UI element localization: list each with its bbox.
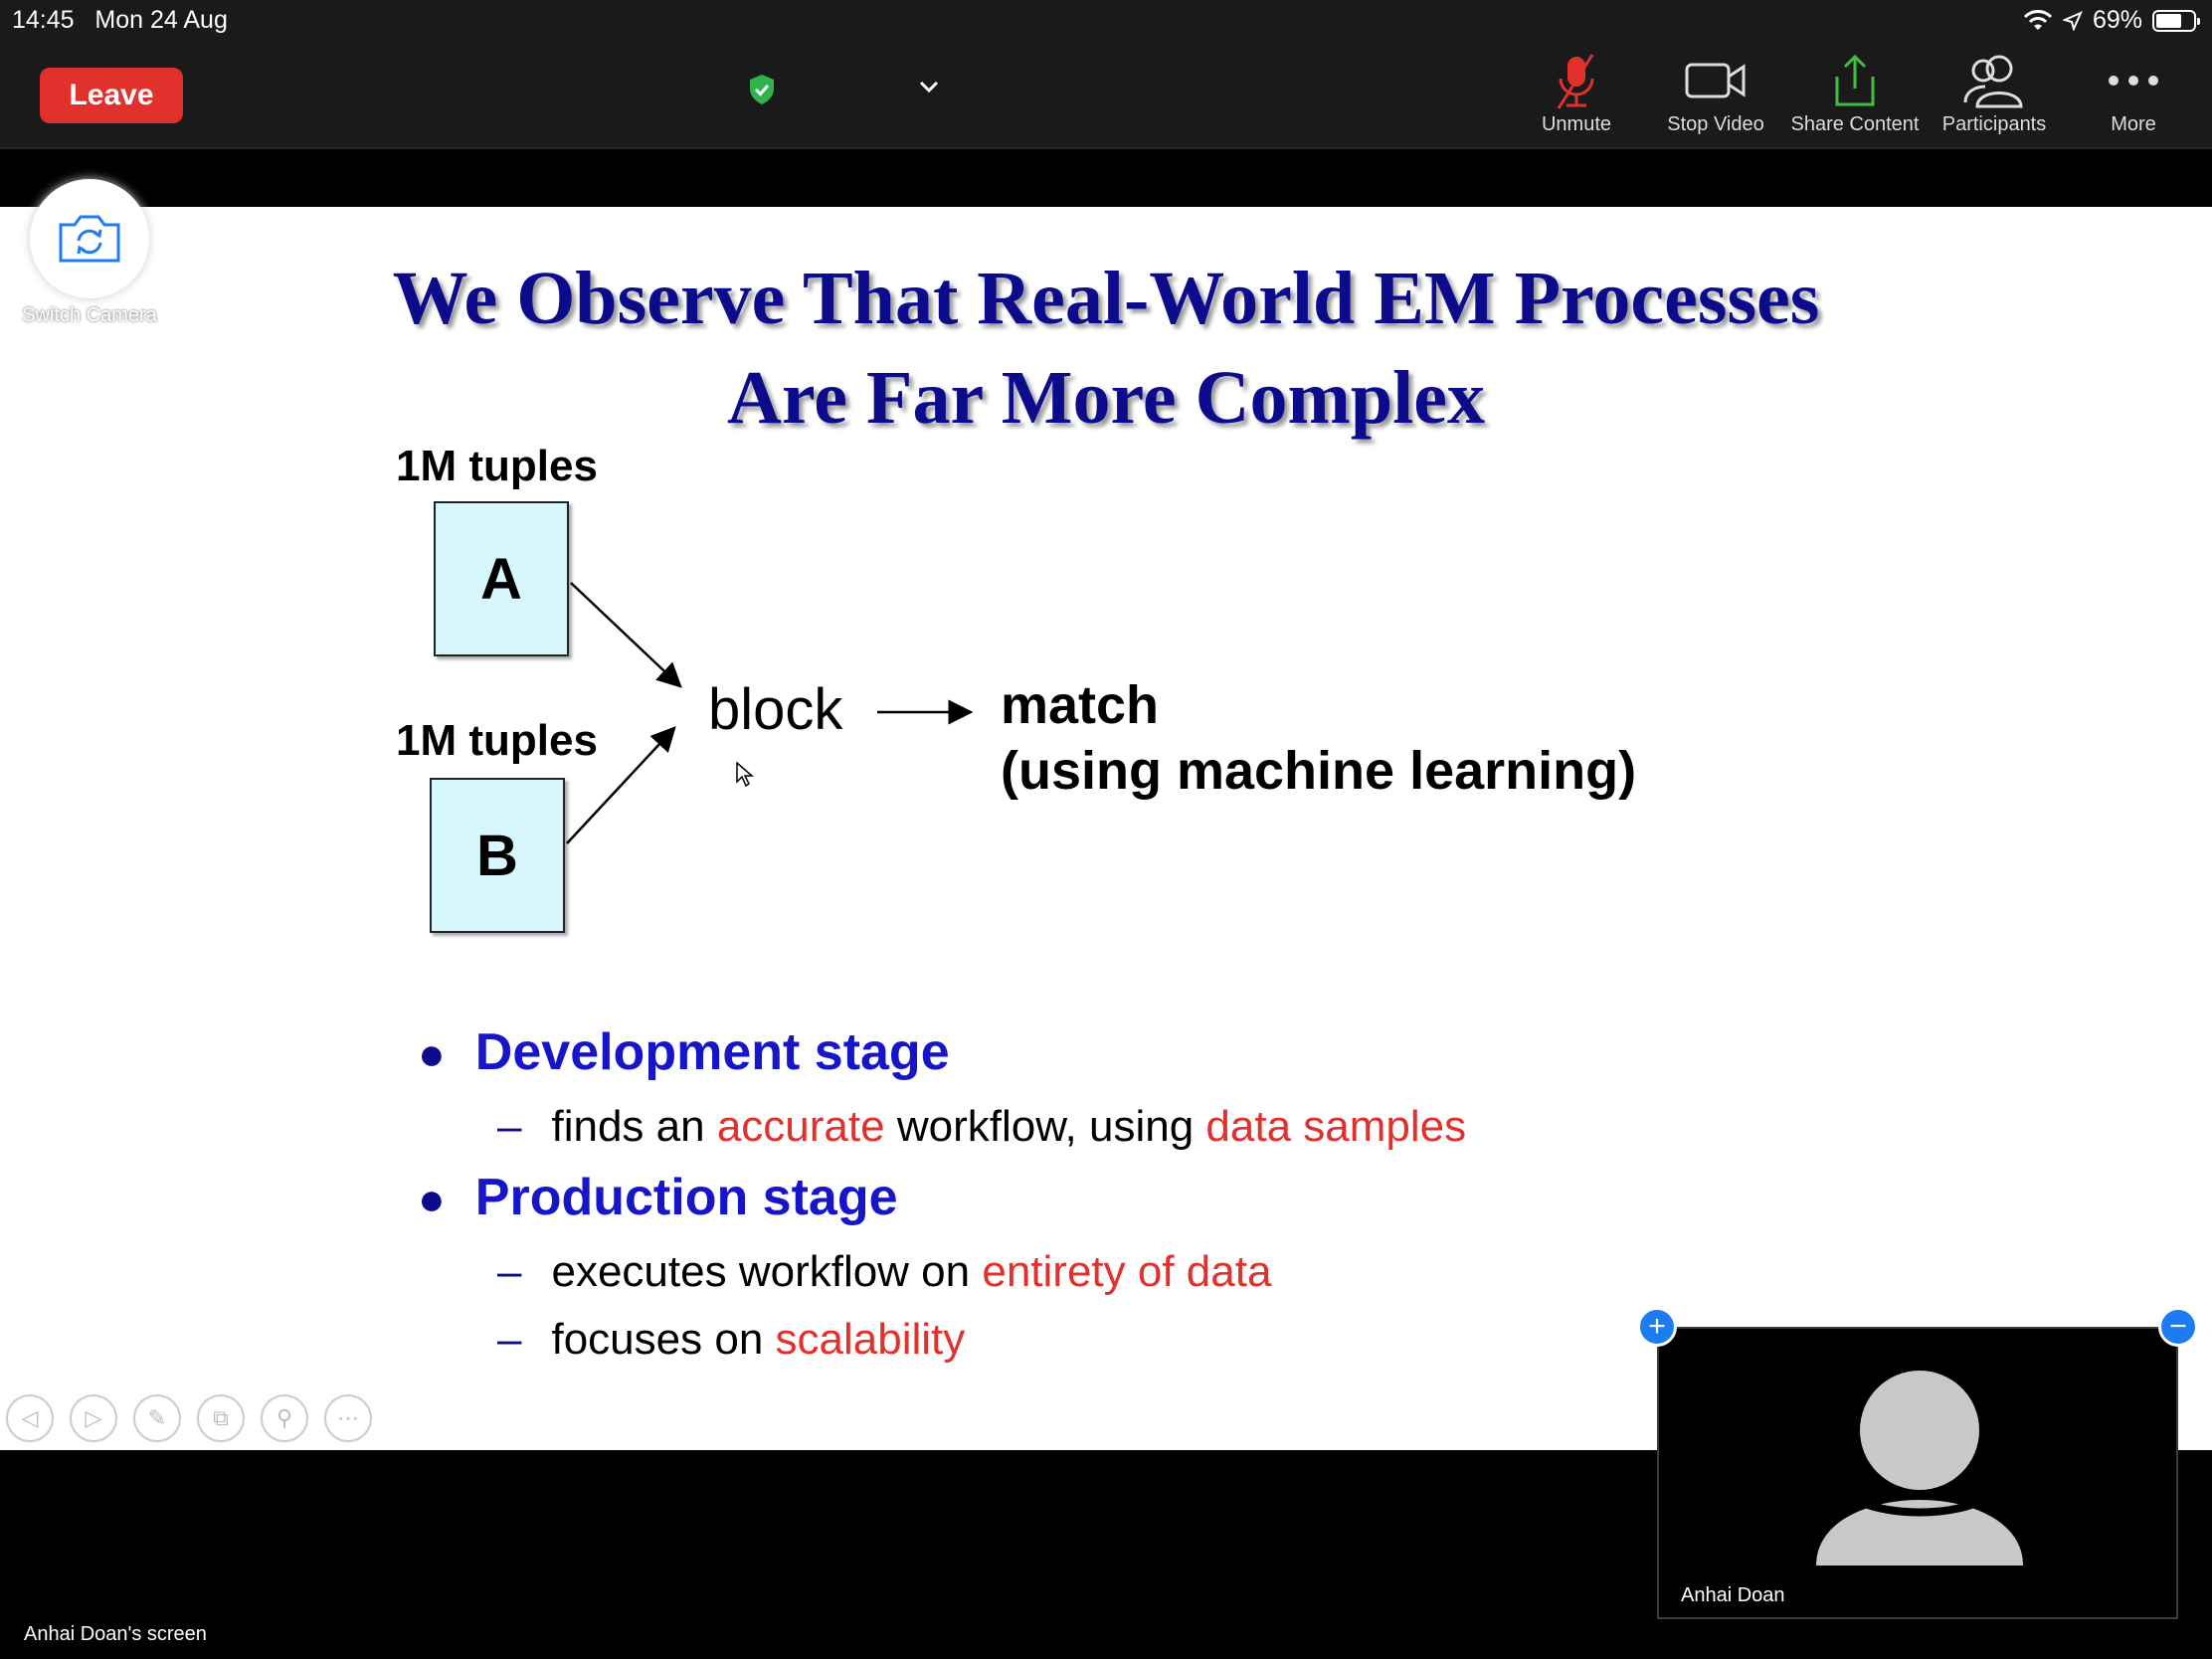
- meeting-toolbar: Leave Unmute Stop Video Share Content: [0, 40, 2212, 149]
- tuples-label-a: 1M tuples: [396, 442, 598, 490]
- shared-slide: We Observe That Real-World EM Processes …: [0, 207, 2212, 1450]
- share-upload-icon: [1835, 54, 1875, 106]
- more-dots-icon: [2109, 76, 2158, 86]
- copy-icon[interactable]: ⧉: [197, 1394, 245, 1442]
- share-content-button[interactable]: Share Content: [1785, 50, 1925, 141]
- status-time: 14:45 Mon 24 Aug: [12, 6, 228, 34]
- stop-video-label: Stop Video: [1667, 113, 1764, 135]
- participants-icon: [1963, 55, 2023, 108]
- chevron-down-icon[interactable]: [917, 78, 941, 95]
- tuples-label-b: 1M tuples: [396, 716, 598, 765]
- video-thumbnail[interactable]: Anhai Doan: [1657, 1327, 2178, 1619]
- slide-title-line1: We Observe That Real-World EM Processes: [392, 257, 1820, 340]
- sub-bullet-develop: –finds an accurate workflow, using data …: [497, 1102, 1467, 1151]
- sub-bullet-execute: –executes workflow on entirety of data: [497, 1247, 1272, 1296]
- status-bar: 14:45 Mon 24 Aug 69%: [0, 0, 2212, 40]
- table-box-b: B: [430, 778, 565, 933]
- sub-bullet-scalability: –focuses on scalability: [497, 1315, 966, 1364]
- switch-camera-icon: [59, 215, 120, 263]
- match-step: match: [1001, 675, 1160, 735]
- more-label: More: [2111, 113, 2156, 135]
- arrow-a-to-block: [570, 582, 682, 688]
- plus-icon: +: [1648, 1310, 1666, 1343]
- microphone-muted-icon: [1557, 54, 1594, 109]
- expand-video-button[interactable]: +: [1637, 1307, 1677, 1347]
- wifi-icon: [2023, 9, 2053, 30]
- status-icons: 69%: [2023, 6, 2200, 35]
- shield-icon[interactable]: [748, 74, 776, 105]
- location-icon: [2062, 10, 2083, 31]
- leave-button[interactable]: Leave: [40, 68, 183, 123]
- next-arrow-icon[interactable]: ▷: [70, 1394, 117, 1442]
- participants-label: Participants: [1941, 113, 2047, 135]
- stop-video-button[interactable]: Stop Video: [1646, 50, 1785, 141]
- share-content-label: Share Content: [1790, 113, 1920, 135]
- battery-percent: 69%: [2092, 6, 2142, 34]
- unmute-label: Unmute: [1541, 113, 1612, 135]
- match-method: (using machine learning): [1001, 741, 1637, 801]
- previous-arrow-icon[interactable]: ◁: [6, 1394, 54, 1442]
- participant-name: Anhai Doan: [1681, 1584, 1785, 1606]
- mouse-cursor-icon: [736, 762, 755, 788]
- slide-title-line2: Are Far More Complex: [727, 356, 1485, 440]
- switch-camera-label: Switch Camera: [22, 304, 157, 326]
- annotation-toolbar: ◁ ▷ ✎ ⧉ ⚲ ⋯: [6, 1394, 372, 1442]
- pen-icon[interactable]: ✎: [133, 1394, 181, 1442]
- avatar-icon: [1816, 1371, 2023, 1566]
- arrow-b-to-block: [566, 726, 676, 844]
- minimize-video-button[interactable]: −: [2158, 1307, 2198, 1347]
- block-step: block: [708, 677, 843, 742]
- table-box-a: A: [434, 501, 569, 656]
- more-options-icon[interactable]: ⋯: [324, 1394, 372, 1442]
- more-button[interactable]: More: [2064, 50, 2203, 141]
- bullet-development: ●Development stage: [418, 1023, 950, 1081]
- switch-camera-button[interactable]: [30, 179, 149, 298]
- video-camera-icon: [1685, 63, 1746, 98]
- diagram-arrows: [566, 582, 974, 844]
- participants-button[interactable]: Participants: [1925, 50, 2064, 141]
- zoom-icon[interactable]: ⚲: [261, 1394, 308, 1442]
- shared-screen-label: Anhai Doan's screen: [24, 1623, 207, 1645]
- bullet-production: ●Production stage: [418, 1169, 898, 1226]
- unmute-button[interactable]: Unmute: [1507, 50, 1646, 141]
- battery-icon: [2152, 9, 2200, 32]
- minus-icon: −: [2169, 1310, 2187, 1343]
